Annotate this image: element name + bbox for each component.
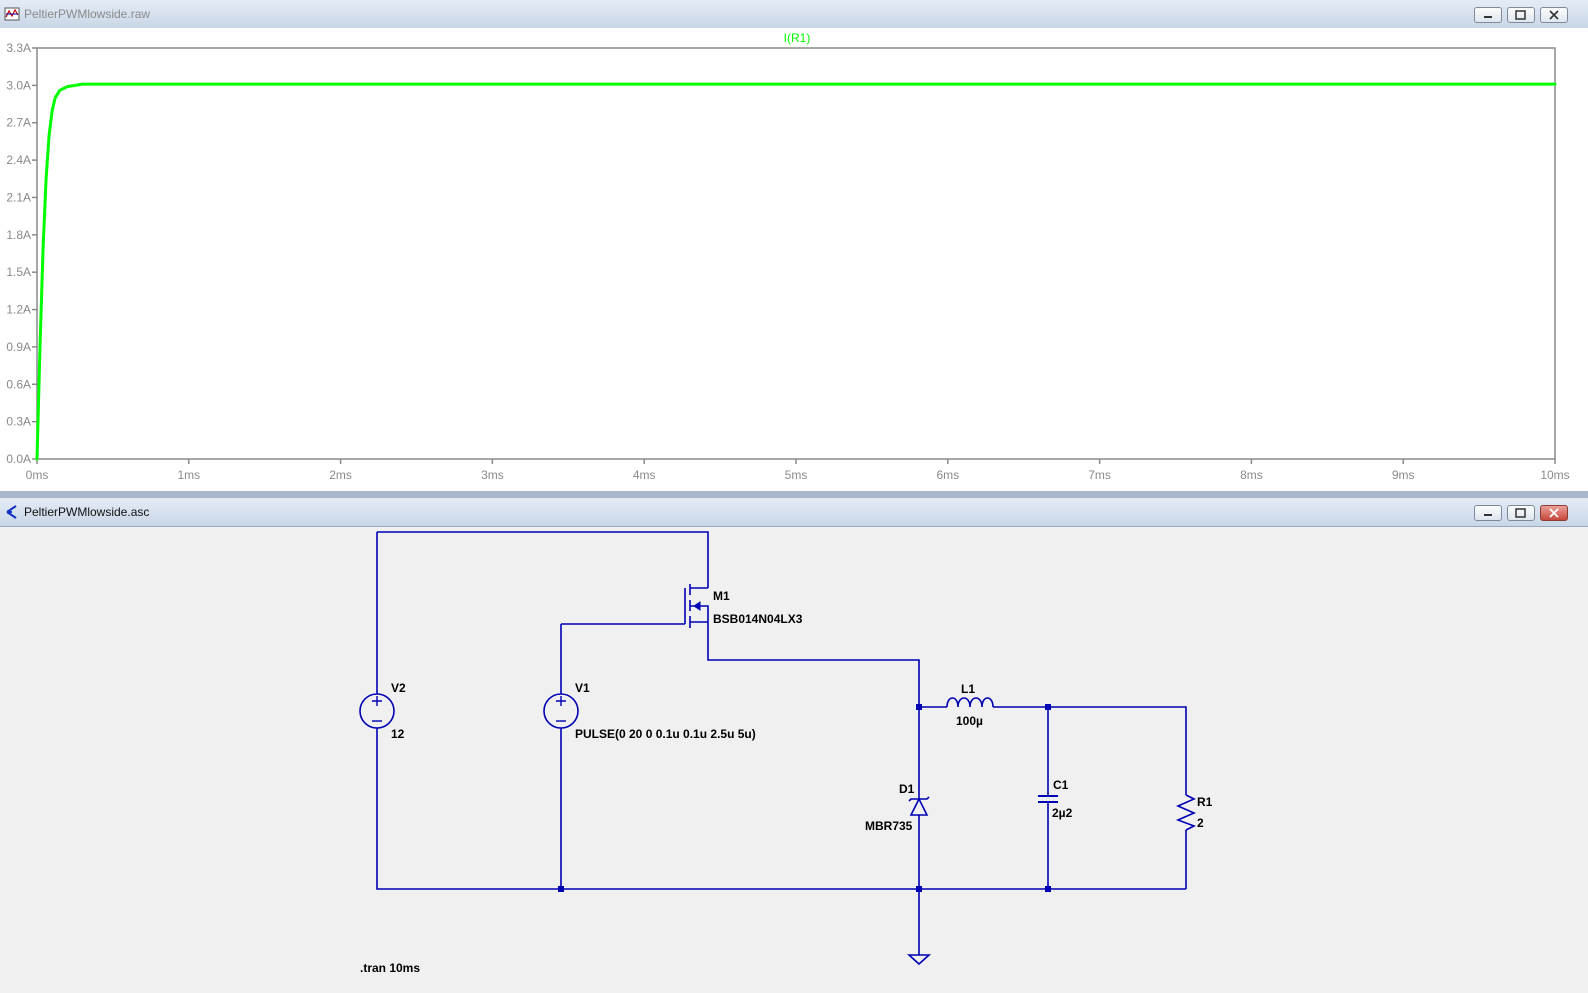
x-tick-label: 4ms (633, 468, 656, 482)
y-tick-label: 1.2A (6, 303, 31, 317)
schematic-canvas[interactable]: V2 12 V1 PULSE(0 20 0 0.1u 0.1u 2.5u 5u)… (2, 528, 1588, 993)
schematic-close-button[interactable] (1540, 505, 1568, 521)
m1-value-label[interactable]: BSB014N04LX3 (713, 612, 803, 626)
plot-close-button[interactable] (1540, 7, 1568, 23)
inductor-l1[interactable] (946, 697, 994, 708)
r1-value-label[interactable]: 2 (1197, 816, 1204, 830)
restore-icon (1515, 508, 1526, 518)
junctions (558, 704, 1051, 892)
schematic-window[interactable]: PeltierPWMlowside.asc (0, 498, 1588, 993)
wires (376, 531, 1187, 955)
minimize-icon (1484, 16, 1492, 18)
spice-directive[interactable]: .tran 10ms (360, 961, 420, 975)
y-tick-label: 1.8A (6, 228, 31, 242)
x-tick-label: 0ms (26, 468, 49, 482)
x-tick-label: 5ms (785, 468, 808, 482)
plot-window[interactable]: PeltierPWMlowside.raw I(R1) 0.0A 0.3A 0.6A… (0, 0, 1588, 491)
y-tick-label: 3.3A (6, 41, 31, 55)
v2-value-label[interactable]: 12 (391, 727, 405, 741)
r1-ref-label[interactable]: R1 (1197, 795, 1213, 809)
schematic-minimize-button[interactable] (1474, 505, 1502, 521)
v2-ref-label[interactable]: V2 (391, 681, 406, 695)
y-tick-label: 1.5A (6, 265, 31, 279)
schematic-icon (6, 505, 17, 519)
plot-frame (36, 47, 1556, 460)
d1-ref-label[interactable]: D1 (899, 782, 915, 796)
x-tick-label: 10ms (1540, 468, 1569, 482)
y-tick-label: 0.3A (6, 415, 31, 429)
d1-value-label[interactable]: MBR735 (865, 819, 913, 833)
voltage-source-v1[interactable] (543, 693, 579, 729)
x-tick-label: 1ms (177, 468, 200, 482)
minimize-icon (1484, 514, 1492, 516)
waveform-chart[interactable]: I(R1) 0.0A 0.3A 0.6A 0.9A 1.2A 1.5A 1.8A 2.1A 2.… (0, 28, 1588, 491)
c1-value-label[interactable]: 2µ2 (1052, 806, 1073, 820)
restore-icon (1515, 10, 1526, 20)
plot-restore-button[interactable] (1507, 7, 1535, 23)
x-tick-label: 3ms (481, 468, 504, 482)
schematic-restore-button[interactable] (1507, 505, 1535, 521)
y-tick-label: 3.0A (6, 78, 31, 92)
capacitor-c1[interactable] (1038, 795, 1058, 803)
series-group (35, 82, 1557, 461)
y-tick-label: 0.6A (6, 377, 31, 391)
plot-minimize-button[interactable] (1474, 7, 1502, 23)
close-icon (1549, 10, 1559, 20)
schottky-diode-d1[interactable] (908, 796, 930, 816)
y-tick-label: 2.7A (6, 116, 31, 130)
y-tick-label: 2.1A (6, 190, 31, 204)
ground-icon (906, 954, 932, 966)
x-tick-label: 6ms (936, 468, 959, 482)
x-tick-label: 8ms (1240, 468, 1263, 482)
series-line-i-r1 (35, 82, 1557, 461)
v1-value-label[interactable]: PULSE(0 20 0 0.1u 0.1u 2.5u 5u) (575, 727, 756, 741)
y-tick-label: 2.4A (6, 153, 31, 167)
close-icon (1549, 508, 1559, 518)
x-tick-label: 9ms (1392, 468, 1415, 482)
trace-label-i-r1[interactable]: I(R1) (784, 31, 811, 45)
voltage-source-v2[interactable] (359, 693, 395, 729)
plot-area[interactable]: I(R1) 0.0A 0.3A 0.6A 0.9A 1.2A 1.5A 1.8A 2.1A 2.… (0, 28, 1588, 491)
l1-value-label[interactable]: 100µ (956, 714, 983, 728)
plot-window-title: PeltierPWMlowside.raw (24, 7, 151, 21)
plot-axes (36, 47, 1556, 460)
v1-ref-label[interactable]: V1 (575, 681, 590, 695)
y-tick-label: 0.9A (6, 340, 31, 354)
schematic-drawing[interactable]: V2 12 V1 PULSE(0 20 0 0.1u 0.1u 2.5u 5u)… (2, 528, 1588, 993)
y-tick-label: 0.0A (6, 452, 31, 466)
waveform-viewer-icon (4, 7, 20, 21)
c1-ref-label[interactable]: C1 (1053, 778, 1069, 792)
schematic-window-titlebar[interactable]: PeltierPWMlowside.asc (0, 498, 1588, 527)
nmos-transistor-m1[interactable] (684, 584, 709, 628)
axis-ticks: 0.0A 0.3A 0.6A 0.9A 1.2A 1.5A 1.8A 2.1A 2.4A 2.7A… (6, 41, 1569, 482)
m1-ref-label[interactable]: M1 (713, 589, 730, 603)
plot-window-titlebar[interactable]: PeltierPWMlowside.raw (0, 0, 1588, 29)
resistor-r1[interactable] (1175, 794, 1196, 831)
x-tick-label: 7ms (1088, 468, 1111, 482)
schematic-window-title: PeltierPWMlowside.asc (24, 505, 150, 519)
x-tick-label: 2ms (329, 468, 352, 482)
l1-ref-label[interactable]: L1 (961, 682, 975, 696)
